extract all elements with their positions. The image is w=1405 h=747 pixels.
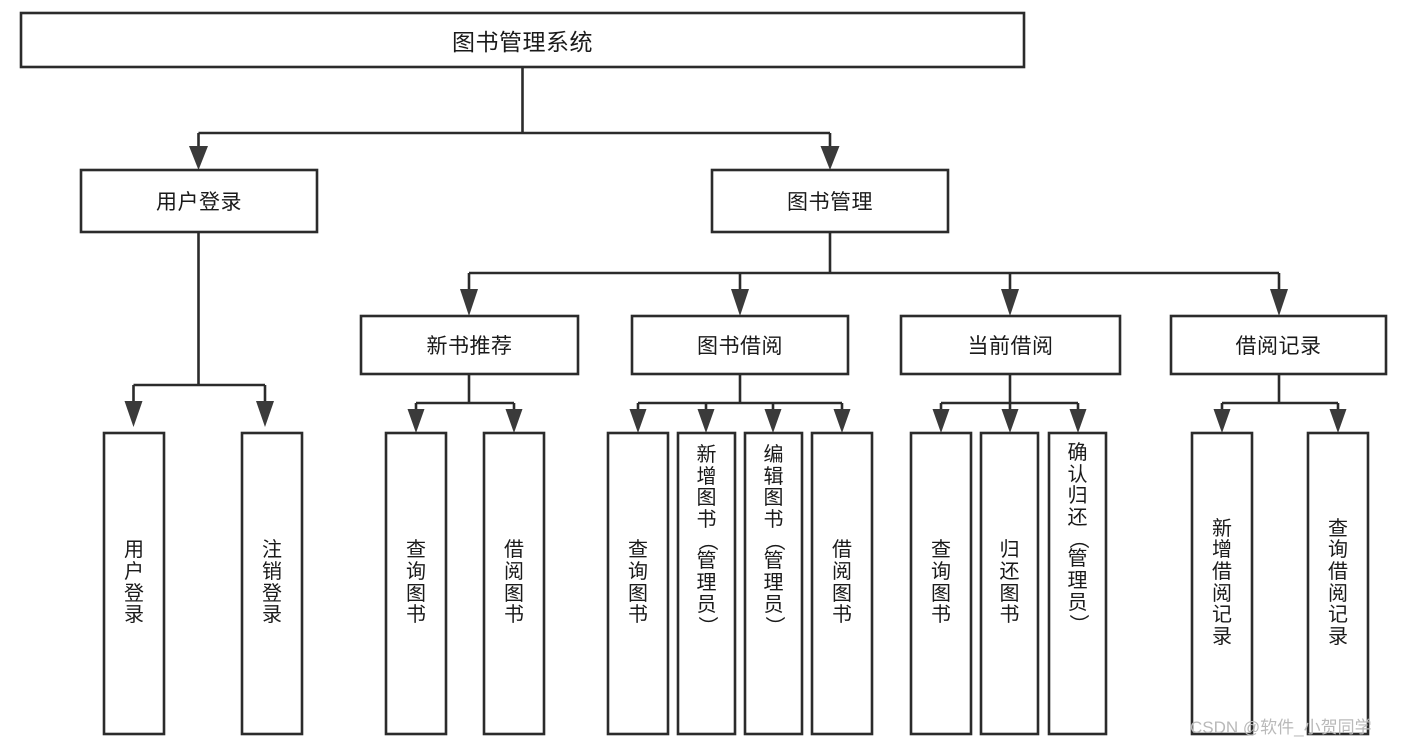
leaf-box[interactable]	[743, 431, 804, 736]
node-book-borrow-box[interactable]	[630, 314, 850, 376]
leaf-box[interactable]	[979, 431, 1040, 736]
leaf-box[interactable]	[102, 431, 166, 736]
leaf-box[interactable]	[676, 431, 737, 736]
connector-newbook-to-leaves	[407, 374, 523, 433]
connector-root-to-level2	[189, 67, 840, 170]
node-root-box[interactable]	[19, 11, 1026, 69]
leaf-box[interactable]	[1306, 431, 1370, 736]
connector-bookborrow-to-leaves	[629, 374, 851, 433]
connector-userlogin-to-leaves	[124, 232, 274, 427]
leaf-box[interactable]	[482, 431, 546, 736]
leaf-box[interactable]	[240, 431, 304, 736]
leaf-box[interactable]	[810, 431, 874, 736]
connector-borrowrecord-to-leaves	[1213, 374, 1347, 433]
leaf-box[interactable]	[384, 431, 448, 736]
node-current-borrow-box[interactable]	[899, 314, 1122, 376]
node-new-book-recommend-box[interactable]	[359, 314, 580, 376]
leaf-box[interactable]	[606, 431, 670, 736]
node-borrow-record-box[interactable]	[1169, 314, 1388, 376]
node-user-login-box[interactable]	[79, 168, 319, 234]
connector-currentborrow-to-leaves	[932, 374, 1087, 433]
node-book-management-box[interactable]	[710, 168, 950, 234]
leaf-box[interactable]	[1190, 431, 1254, 736]
leaf-box[interactable]	[1047, 431, 1108, 736]
leaf-box[interactable]	[909, 431, 973, 736]
connector-bookmgmt-to-level3	[460, 232, 1288, 316]
